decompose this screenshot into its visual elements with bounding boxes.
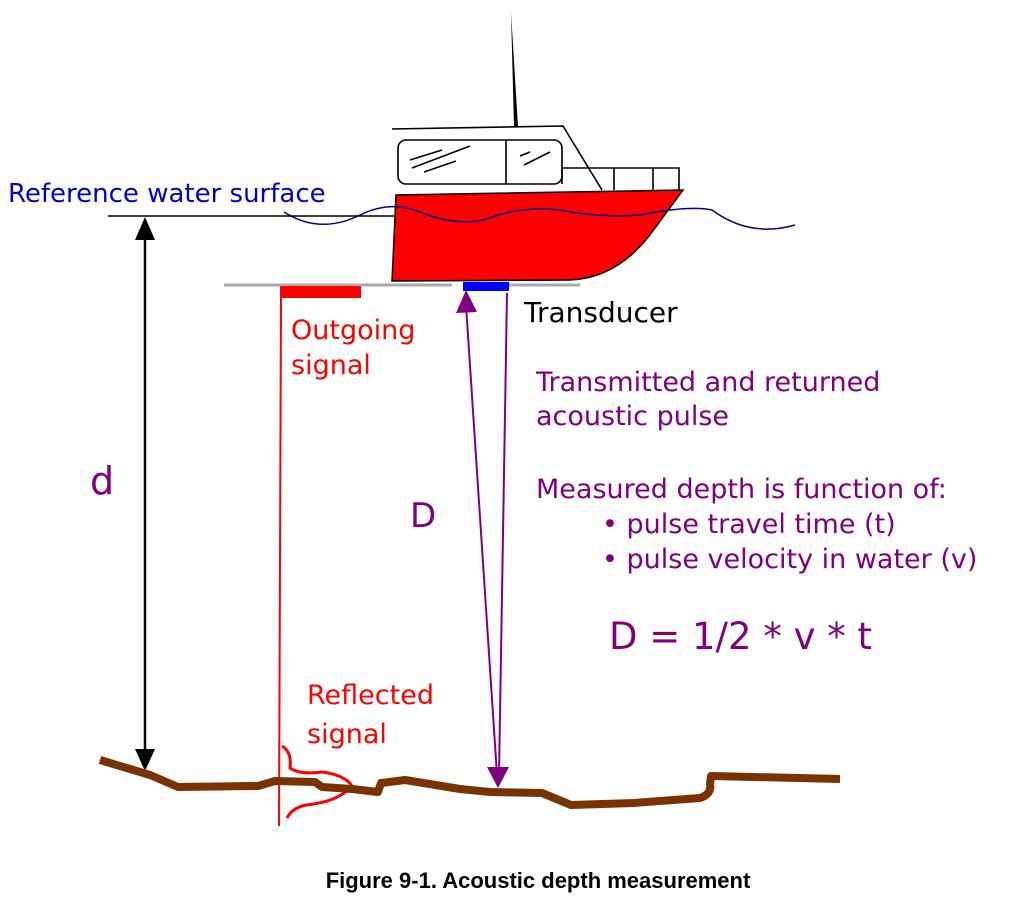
signal-trace-line bbox=[278, 297, 282, 827]
bullet-velocity: • pulse velocity in water (v) bbox=[602, 544, 977, 575]
depth-d-arrowhead-bottom bbox=[135, 749, 155, 771]
depth-d-label: d bbox=[90, 459, 114, 503]
boat-hull bbox=[391, 189, 685, 282]
seabed bbox=[98, 756, 841, 809]
pulse-description-line2: acoustic pulse bbox=[536, 401, 729, 432]
figure-caption: Figure 9-1. Acoustic depth measurement bbox=[326, 868, 751, 893]
reflected-signal-label-line2: signal bbox=[307, 719, 387, 750]
transducer bbox=[463, 282, 509, 291]
outgoing-signal-pulse bbox=[280, 286, 361, 298]
depth-formula: D = 1/2 * v * t bbox=[609, 615, 872, 658]
pulse-path-up bbox=[465, 304, 498, 776]
depth-d-arrowhead-top bbox=[135, 217, 155, 240]
pulse-description-line1: Transmitted and returned bbox=[535, 367, 880, 398]
reference-surface-label: Reference water surface bbox=[8, 179, 326, 209]
outgoing-signal-label-line2: signal bbox=[291, 350, 371, 381]
bullet-travel-time: • pulse travel time (t) bbox=[602, 509, 896, 540]
water-wave bbox=[283, 206, 796, 230]
pulse-arrowhead-down bbox=[487, 767, 509, 788]
transducer-label: Transducer bbox=[523, 296, 678, 329]
pulse-path-down bbox=[498, 292, 508, 776]
reflected-signal-label-line1: Reflected bbox=[307, 680, 434, 711]
measured-depth-heading: Measured depth is function of: bbox=[536, 474, 947, 505]
reflected-signal-waveform bbox=[281, 744, 354, 819]
boat-mast bbox=[511, 12, 518, 127]
depth-D-label: D bbox=[410, 496, 436, 536]
pulse-arrowhead-up bbox=[456, 290, 477, 313]
outgoing-signal-label-line1: Outgoing bbox=[291, 315, 415, 346]
boat-cabin bbox=[391, 125, 680, 191]
